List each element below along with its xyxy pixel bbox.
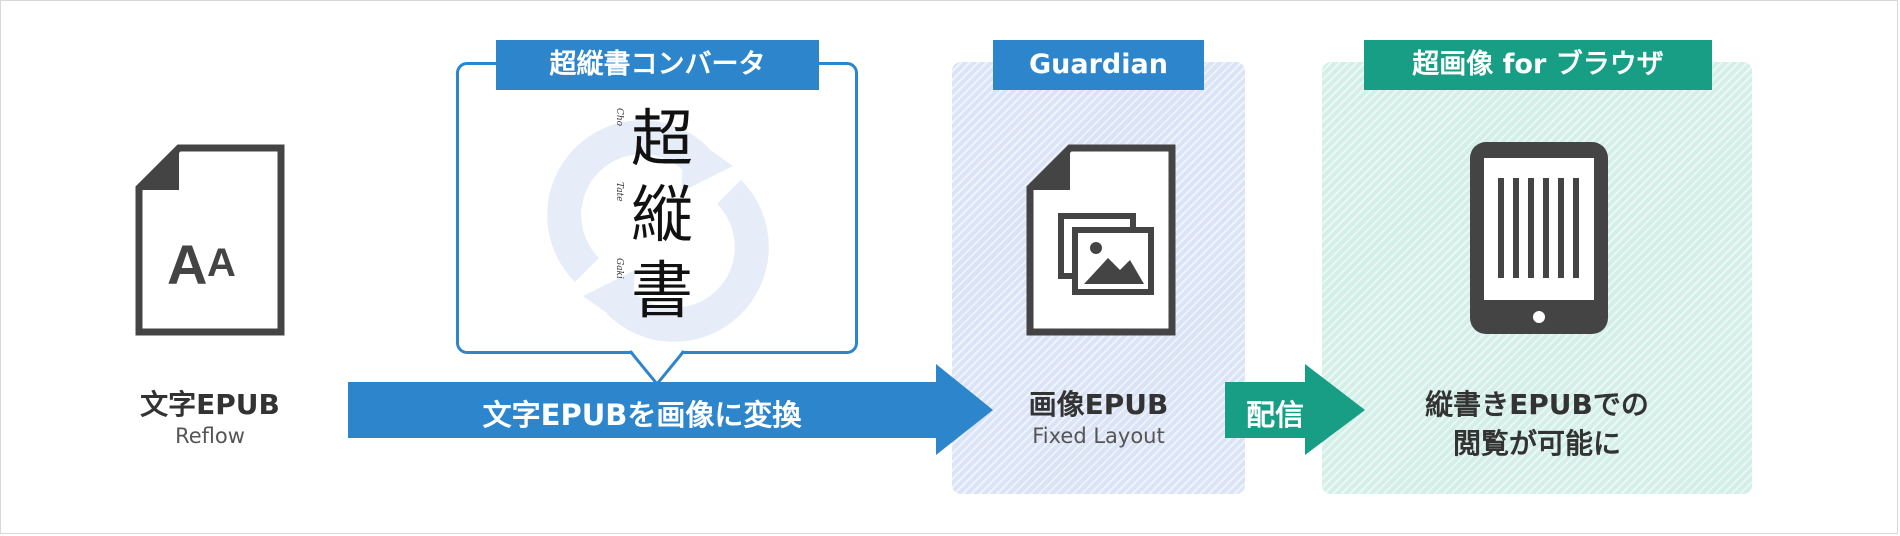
converter-logo: 超 縦 書 bbox=[622, 108, 702, 322]
source-subtitle: Reflow bbox=[175, 424, 245, 448]
conversion-arrow-label: 文字EPUBを画像に変換 bbox=[482, 398, 802, 432]
logo-romaji-cho: Cho bbox=[614, 108, 624, 127]
image-document-icon bbox=[1026, 144, 1176, 336]
source-title: 文字EPUB bbox=[140, 388, 280, 421]
browser-line-1: 縦書きEPUBでの bbox=[1425, 388, 1649, 421]
converter-tag: 超縦書コンバータ bbox=[496, 40, 819, 90]
small-a-glyph: A bbox=[207, 241, 236, 285]
cycle-arrows-icon bbox=[547, 120, 769, 342]
logo-char-tate: 縦 bbox=[630, 178, 693, 251]
browser-line-2: 閲覧が可能に bbox=[1452, 427, 1621, 460]
guardian-subtitle: Fixed Layout bbox=[1032, 424, 1165, 448]
guardian-title: 画像EPUB bbox=[1028, 388, 1169, 421]
guardian-panel bbox=[952, 62, 1245, 494]
guardian-tag: Guardian bbox=[993, 40, 1204, 90]
conversion-arrow bbox=[348, 364, 993, 455]
logo-char-gaki: 書 bbox=[630, 254, 693, 327]
large-a-glyph: A bbox=[167, 233, 207, 296]
logo-romaji-tate: Tate bbox=[614, 182, 624, 202]
distribution-arrow bbox=[1225, 364, 1365, 455]
browser-tag: 超画像 for ブラウザ bbox=[1364, 40, 1712, 90]
logo-char-cho: 超 bbox=[630, 102, 693, 175]
logo-romaji-gaki: Gaki bbox=[614, 258, 624, 279]
text-document-icon: A A bbox=[135, 144, 285, 336]
tablet-icon bbox=[1470, 142, 1608, 334]
distribution-arrow-label: 配信 bbox=[1245, 398, 1304, 432]
